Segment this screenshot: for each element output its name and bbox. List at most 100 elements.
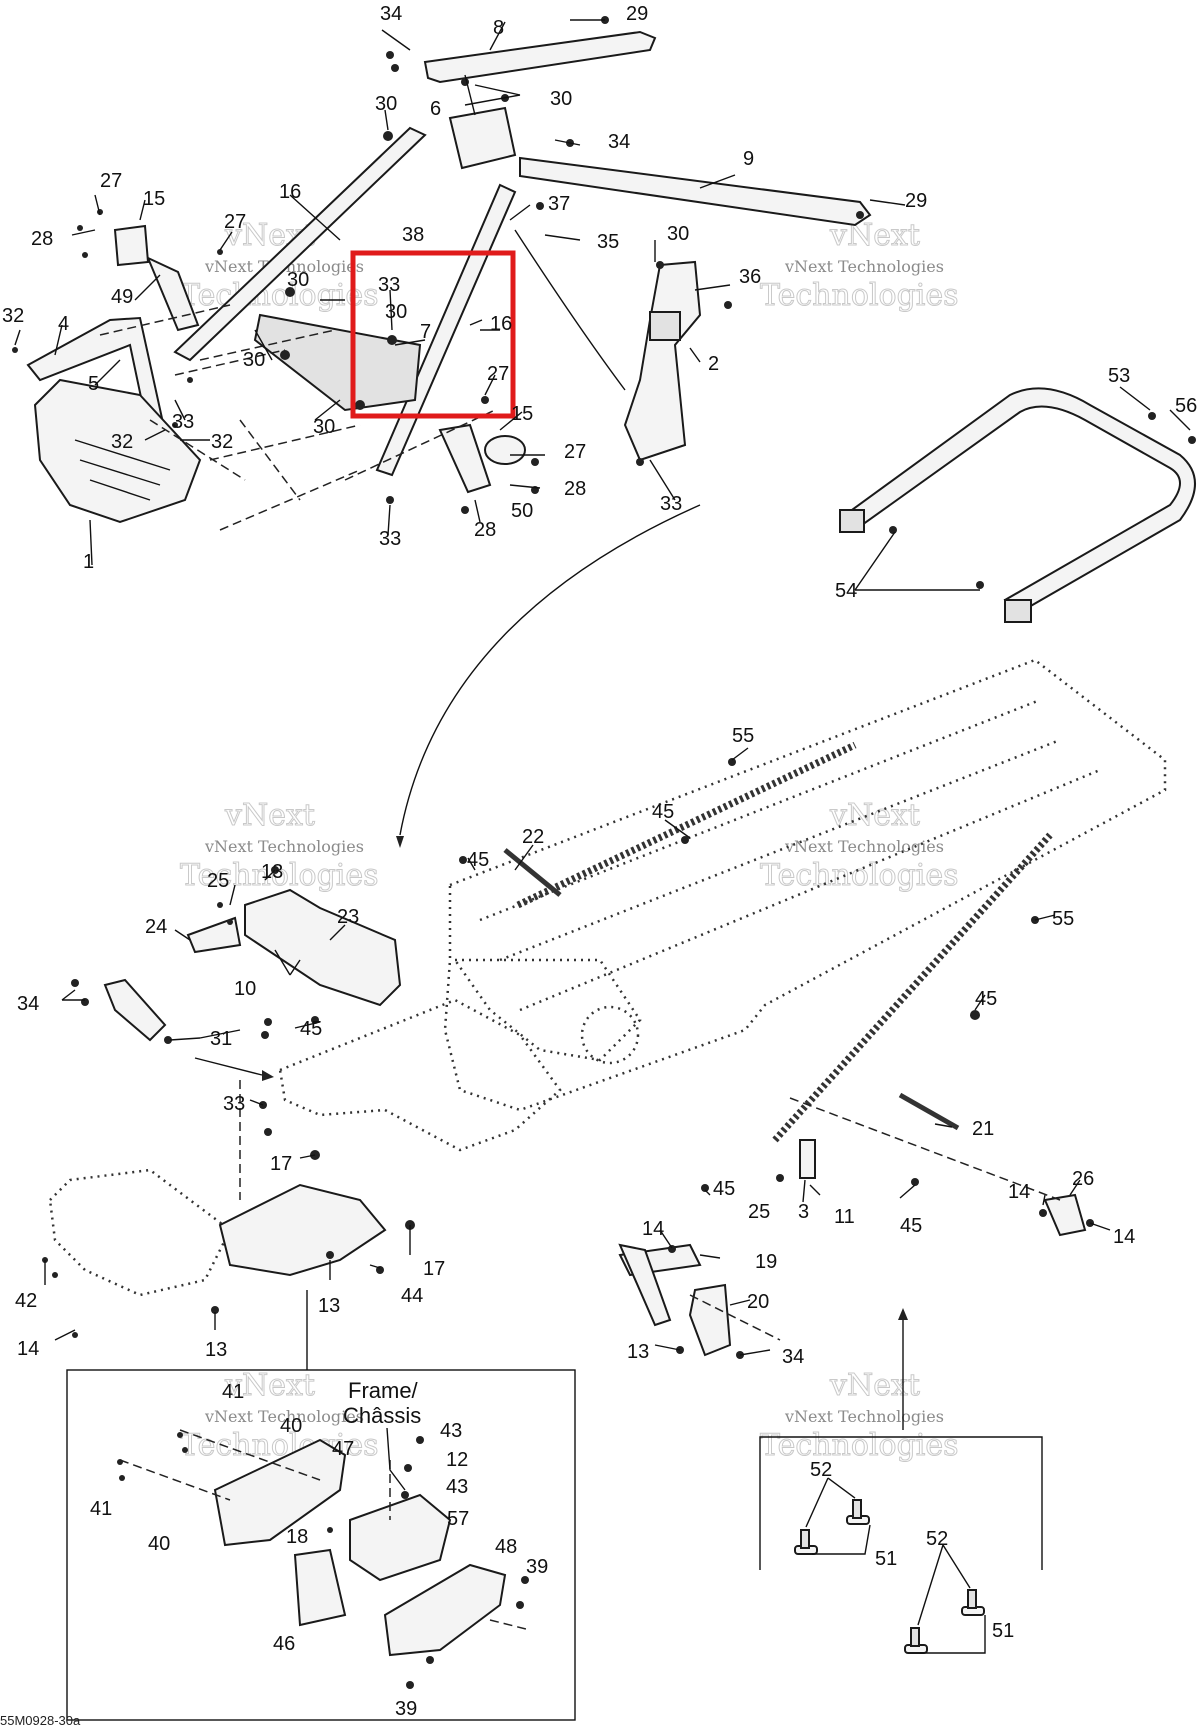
callout-label: 23 — [337, 906, 359, 928]
callout-label: 27 — [564, 441, 586, 463]
callout-label: 36 — [739, 266, 761, 288]
part-3-block — [799, 1139, 816, 1179]
part-16-left-bar — [173, 126, 427, 362]
callout-label: 16 — [490, 313, 512, 335]
part-31-bracket — [103, 978, 167, 1042]
frame-label-leader — [386, 1427, 406, 1491]
callout-label: 20 — [747, 1291, 769, 1313]
callout-labels: 34 8 29 30 30 6 34 9 27 15 16 27 37 38 3… — [2, 3, 1197, 1720]
callout-label: 45 — [300, 1018, 322, 1040]
part-24-bracket — [186, 916, 242, 954]
callout-label: 30 — [375, 93, 397, 115]
callout-label: 40 — [148, 1533, 170, 1555]
callout-label: 18 — [286, 1526, 308, 1548]
front-frame-nose — [48, 1168, 232, 1297]
part-21-rod — [898, 1092, 960, 1131]
leader-line — [119, 1429, 531, 1631]
svg-text:vNext: vNext — [829, 798, 920, 833]
svg-text:Technologies: Technologies — [180, 1428, 379, 1463]
callout-label: 49 — [111, 286, 133, 308]
callout-label: 27 — [100, 170, 122, 192]
callout-label: 40 — [280, 1415, 302, 1437]
part-9-bar — [519, 156, 872, 227]
callout-label: 30 — [243, 349, 265, 371]
callout-label: 14 — [17, 1338, 39, 1360]
watermark: vNext vNext Technologies Technologies — [760, 798, 960, 894]
callout-label: 56 — [1175, 395, 1197, 417]
callout-label: 14 — [1008, 1181, 1030, 1203]
svg-text:Technologies: Technologies — [760, 1428, 959, 1463]
callout-label: 3 — [798, 1201, 809, 1223]
callout-label: 16 — [279, 181, 301, 203]
arrow-curve — [514, 229, 626, 391]
leader-line — [805, 1477, 986, 1654]
callout-label: 32 — [2, 305, 24, 327]
callout-label: 33 — [223, 1093, 245, 1115]
callout-label: 38 — [402, 224, 424, 246]
front-block — [218, 1183, 387, 1277]
callout-label: 55 — [732, 725, 754, 747]
part-2-side-panel — [623, 260, 702, 462]
svg-text:Technologies: Technologies — [760, 278, 959, 313]
bolts-detail — [117, 1432, 529, 1689]
callout-label: 33 — [660, 493, 682, 515]
part-20-bracket — [688, 1283, 732, 1357]
callout-label: 51 — [875, 1548, 897, 1570]
part-55-strip — [772, 832, 1053, 1143]
callout-label: 30 — [667, 223, 689, 245]
callout-label: 27 — [487, 363, 509, 385]
drawing-code: 55M0928-30a — [0, 1713, 81, 1728]
svg-text:vNext Technologies: vNext Technologies — [784, 1407, 944, 1426]
callout-label: 57 — [447, 1508, 469, 1530]
callout-leaders — [14, 19, 1191, 1356]
callout-label: 54 — [835, 580, 857, 602]
part-51-pin — [794, 1499, 985, 1654]
top-parts — [12, 16, 872, 848]
watermark: vNext vNext Technologies Technologies — [760, 1368, 960, 1464]
callout-label: 39 — [395, 1698, 417, 1720]
callout-label: 37 — [548, 193, 570, 215]
part-7-plate — [253, 313, 422, 412]
callout-label: 17 — [270, 1153, 292, 1175]
callout-label: 14 — [642, 1218, 664, 1240]
part-19-arm — [618, 1243, 672, 1327]
part-2-window — [649, 311, 681, 341]
part-15-bracket — [113, 224, 150, 267]
callout-label: 19 — [755, 1251, 777, 1273]
detail-box-border — [759, 1436, 1043, 1570]
callout-label: 12 — [446, 1449, 468, 1471]
leader-line — [99, 304, 496, 531]
watermark-group: vNext vNext Technologies Technologies vN… — [180, 218, 960, 1464]
part-23-bracket — [244, 888, 402, 1007]
callout-label: 10 — [234, 978, 256, 1000]
callout-label: 33 — [172, 411, 194, 433]
callout-label: 2 — [708, 353, 719, 375]
callout-label: 51 — [992, 1620, 1014, 1642]
svg-text:Technologies: Technologies — [180, 278, 379, 313]
callout-label: 6 — [430, 98, 441, 120]
part-46-bracket — [293, 1548, 347, 1627]
detail-box-pins — [759, 1436, 1043, 1654]
callout-label: 50 — [511, 500, 533, 522]
callout-label: 13 — [627, 1341, 649, 1363]
detail-box-frame — [66, 1290, 576, 1721]
callout-label: 43 — [440, 1420, 462, 1442]
callout-label: 8 — [493, 17, 504, 39]
callout-label: 46 — [273, 1633, 295, 1655]
callout-label: 27 — [224, 211, 246, 233]
part-26-bracket — [1043, 1193, 1087, 1237]
bolts-top — [12, 16, 864, 514]
callout-label: 34 — [17, 993, 39, 1015]
svg-text:Technologies: Technologies — [760, 858, 959, 893]
svg-text:vNext: vNext — [829, 1368, 920, 1403]
callout-label: 34 — [782, 1346, 804, 1368]
part-47-arm — [213, 1438, 347, 1547]
svg-text:vNext: vNext — [224, 1368, 315, 1403]
callout-label: 26 — [1072, 1168, 1094, 1190]
callout-label: 28 — [31, 228, 53, 250]
part-55-strip — [516, 741, 857, 909]
callout-label: 52 — [810, 1459, 832, 1481]
callout-label: 25 — [748, 1201, 770, 1223]
chassis-front — [278, 998, 562, 1152]
